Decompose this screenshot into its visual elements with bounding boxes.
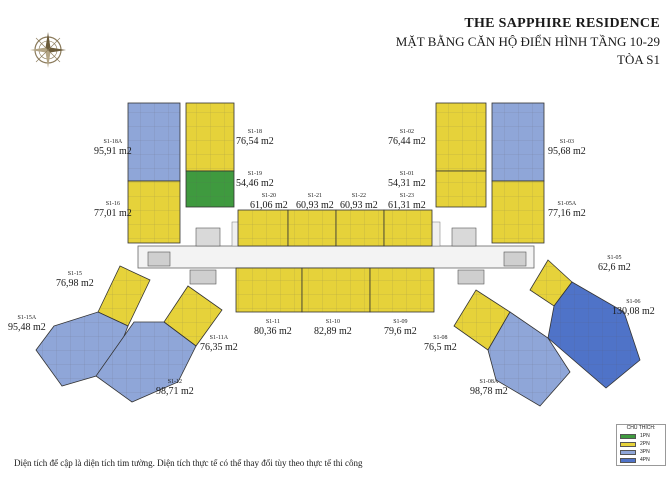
legend-swatch [620, 441, 636, 447]
legend-label: 2PN [640, 441, 650, 447]
unit-S1-11A[interactable] [163, 285, 223, 347]
unit-S1-20[interactable] [237, 209, 289, 247]
legend-swatch [620, 449, 636, 455]
unit-S1-11[interactable] [235, 267, 303, 313]
footnote: Diện tích để cập là diện tích tim tường.… [14, 458, 363, 468]
compass-icon [30, 32, 66, 68]
unit-S1-16[interactable] [127, 180, 181, 244]
legend-item-1pn: 1PN [617, 432, 665, 440]
unit-S1-06[interactable] [547, 281, 641, 389]
unit-S1-09[interactable] [369, 267, 435, 313]
legend-label: 1PN [640, 433, 650, 439]
unit-S1-08[interactable] [453, 289, 511, 351]
unit-S1-10[interactable] [301, 267, 371, 313]
legend-title: CHÚ THÍCH: [626, 425, 656, 431]
unit-S1-05A[interactable] [491, 180, 545, 244]
unit-S1-21[interactable] [287, 209, 337, 247]
unit-S1-02[interactable] [435, 102, 487, 172]
legend-item-4pn: 4PN [617, 456, 665, 464]
unit-S1-08A[interactable] [487, 311, 571, 407]
unit-S1-01[interactable] [435, 170, 487, 208]
legend-item-2pn: 2PN [617, 440, 665, 448]
unit-S1-18[interactable] [185, 102, 235, 172]
unit-S1-23[interactable] [383, 209, 433, 247]
unit-S1-19[interactable] [185, 170, 235, 208]
legend-swatch [620, 433, 636, 439]
legend: CHÚ THÍCH: 1PN 2PN 3PN 4PN [616, 424, 666, 466]
unit-S1-18A[interactable] [127, 102, 181, 182]
project-title: THE SAPPHIRE RESIDENCE [464, 16, 660, 31]
legend-label: 4PN [640, 457, 650, 463]
unit-S1-22[interactable] [335, 209, 385, 247]
legend-item-3pn: 3PN [617, 448, 665, 456]
tower-title: TÒA S1 [617, 52, 660, 67]
legend-swatch [620, 457, 636, 463]
plan-title: MẶT BẰNG CĂN HỘ ĐIỂN HÌNH TẦNG 10-29 [395, 34, 660, 49]
legend-label: 3PN [640, 449, 650, 455]
unit-S1-12[interactable] [95, 321, 197, 403]
unit-S1-03[interactable] [491, 102, 545, 182]
